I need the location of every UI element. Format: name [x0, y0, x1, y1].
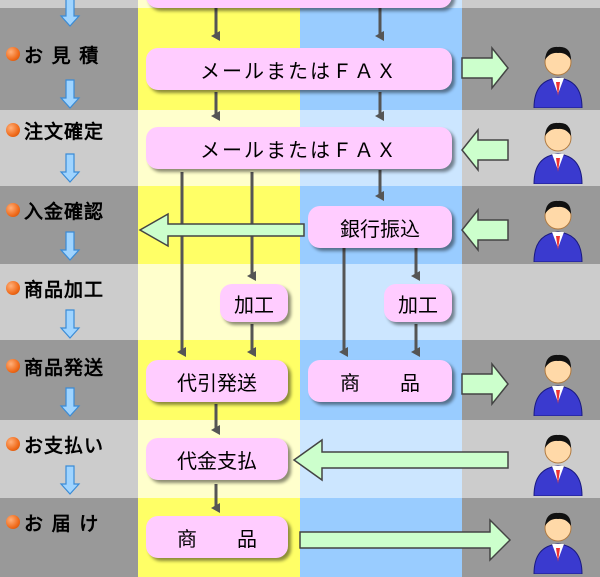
- bullet-icon: [6, 437, 20, 451]
- customer-icon: [533, 46, 583, 108]
- step-order-confirm: 注文確定: [6, 110, 104, 150]
- customer-icon: [533, 122, 583, 184]
- process-left-box: 加工: [220, 284, 288, 322]
- cod-payment-box: 代金支払: [146, 438, 288, 480]
- step-down-arrows: [59, 0, 81, 495]
- step-label: お支払い: [24, 434, 105, 457]
- mail-fax-order-box: メールまたはＦＡＸ: [146, 127, 452, 169]
- customer-icon: [533, 512, 583, 574]
- step-payment-confirm: 入金確認: [6, 190, 104, 230]
- step-estimate: お 見 積: [6, 34, 99, 74]
- bullet-icon: [6, 359, 20, 373]
- goods-delivery-box: 商 品: [146, 516, 288, 558]
- top-partial-box: [146, 0, 452, 8]
- customer-icon: [533, 434, 583, 496]
- cod-shipping-box: 代引発送: [146, 360, 288, 402]
- bullet-icon: [6, 281, 20, 295]
- customer-icon: [533, 354, 583, 416]
- goods-shipping-box: 商 品: [308, 360, 452, 402]
- step-shipping: 商品発送: [6, 346, 104, 386]
- step-delivery: お 届 け: [6, 502, 99, 542]
- step-label: 入金確認: [24, 200, 105, 223]
- process-right-box: 加工: [384, 284, 452, 322]
- step-label: お 届 け: [24, 512, 100, 535]
- bullet-icon: [6, 123, 20, 137]
- bullet-icon: [6, 47, 20, 61]
- step-label: 商品発送: [24, 356, 105, 379]
- bullet-icon: [6, 515, 20, 529]
- bullet-icon: [6, 203, 20, 217]
- bank-transfer-box: 銀行振込: [308, 206, 452, 248]
- customer-icon: [533, 200, 583, 262]
- step-label: お 見 積: [24, 44, 100, 67]
- mail-fax-estimate-box: メールまたはＦＡＸ: [146, 48, 452, 90]
- step-label: 注文確定: [24, 120, 105, 143]
- step-label: 商品加工: [24, 278, 105, 301]
- step-processing: 商品加工: [6, 268, 104, 308]
- step-payment: お支払い: [6, 424, 104, 464]
